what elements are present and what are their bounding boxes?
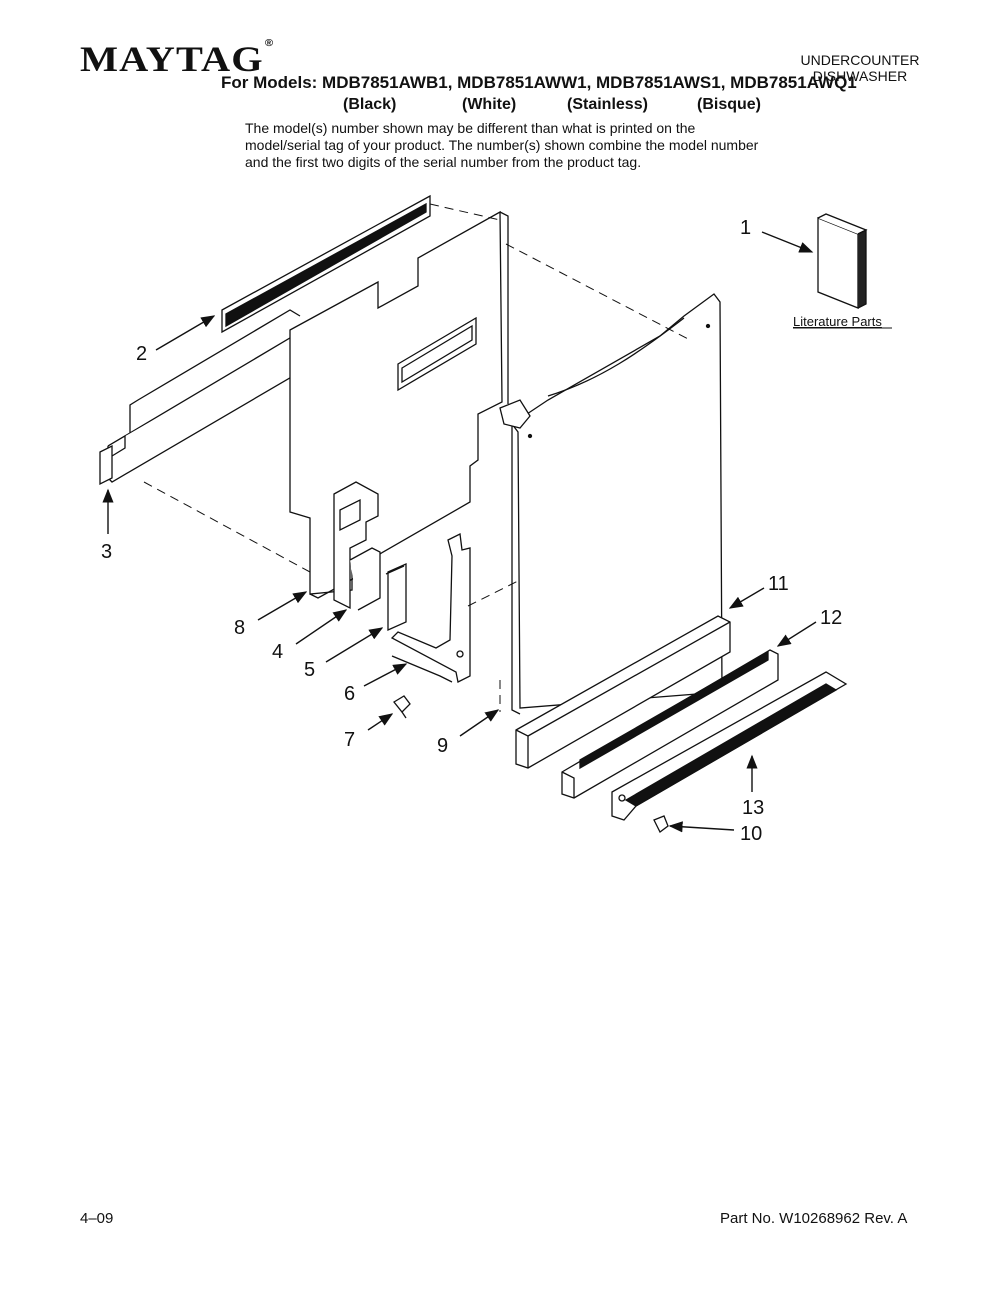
alignment-lines — [143, 203, 691, 712]
literature-parts-booklet — [817, 213, 868, 309]
product-type-line2: DISHWASHER — [812, 68, 908, 84]
footer-part-number: Part No. W10268962 Rev. A — [720, 1210, 908, 1227]
footer-date: 4–09 — [80, 1210, 114, 1227]
callout-4: 4 — [272, 641, 283, 663]
callout-9: 9 — [437, 735, 448, 757]
product-type: UNDERCOUNTER DISHWASHER — [795, 52, 925, 84]
callout-12: 12 — [820, 607, 842, 629]
part-11-toe-kick — [515, 615, 731, 769]
part-6-hinge-bracket — [390, 533, 471, 683]
part-4-bracket — [333, 481, 381, 611]
part-5-pad — [385, 562, 407, 632]
product-type-line1: UNDERCOUNTER — [800, 52, 920, 68]
models-line: For Models: MDB7851AWB1, MDB7851AWW1, MD… — [221, 73, 857, 92]
literature-parts-label: Literature Parts — [793, 314, 882, 329]
callout-1: 1 — [740, 217, 751, 239]
brand-logo: MAYTAG® — [80, 38, 274, 80]
model-note: The model(s) number shown may be differe… — [245, 120, 759, 170]
callout-11: 11 — [768, 573, 789, 595]
part-12-trim-strip — [561, 649, 779, 799]
part-3-side-rail — [99, 309, 308, 486]
callout-13: 13 — [742, 797, 764, 819]
color-bisque: (Bisque) — [697, 96, 761, 113]
callout-5: 5 — [304, 659, 315, 681]
callout-10: 10 — [740, 823, 762, 845]
part-7-screw — [393, 695, 411, 719]
callout-2: 2 — [136, 343, 147, 365]
color-white: (White) — [462, 96, 517, 113]
callout-7: 7 — [344, 729, 355, 751]
color-stainless: (Stainless) — [567, 96, 648, 113]
part-13-kick-plate — [611, 671, 848, 821]
registered-mark: ® — [264, 38, 275, 49]
callout-6: 6 — [344, 683, 355, 705]
part-2-top-strip — [221, 194, 431, 334]
color-black: (Black) — [343, 96, 397, 113]
part-10-screw — [653, 815, 669, 833]
callout-3: 3 — [101, 541, 112, 563]
brand-name: MAYTAG — [80, 39, 264, 79]
callout-leaders — [102, 231, 817, 833]
callout-8: 8 — [234, 617, 245, 639]
